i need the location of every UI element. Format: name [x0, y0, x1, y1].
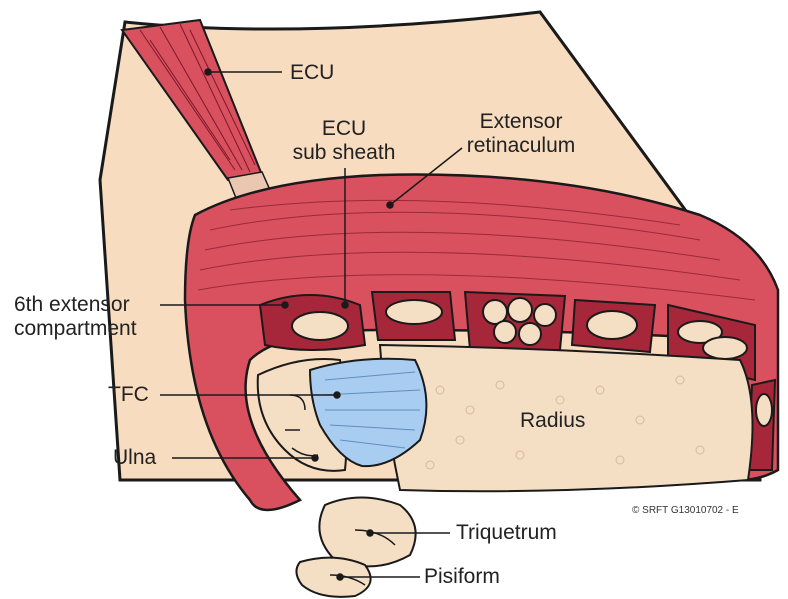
radius-label: Radius	[520, 409, 585, 433]
extensor-retinaculum-line-2: retinaculum	[446, 134, 596, 158]
extensor-retinaculum-label: Extensor retinaculum	[446, 110, 596, 158]
sixth-compartment-line-2: compartment	[14, 317, 137, 341]
tfc-label: TFC	[108, 383, 149, 407]
ecu-label: ECU	[290, 61, 334, 85]
triquetrum-label: Triquetrum	[456, 521, 557, 545]
ecu-sub-sheath-line-2: sub sheath	[282, 141, 406, 165]
copyright-text: © SRFT G13010702 - E	[632, 505, 739, 516]
pisiform-label: Pisiform	[424, 565, 500, 589]
ulna-label: Ulna	[113, 446, 156, 470]
extensor-retinaculum-line-1: Extensor	[446, 110, 596, 134]
sixth-compartment-line-1: 6th extensor	[14, 293, 137, 317]
ecu-sub-sheath-line-1: ECU	[282, 117, 406, 141]
ecu-sub-sheath-label: ECU sub sheath	[282, 117, 406, 165]
sixth-compartment-label: 6th extensor compartment	[14, 293, 137, 341]
